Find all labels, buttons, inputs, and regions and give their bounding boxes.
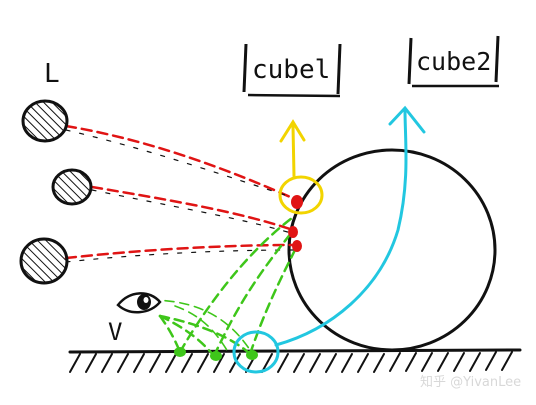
green-rays — [149, 216, 298, 358]
sphere — [287, 148, 497, 352]
hatched-circle-icon — [19, 237, 69, 285]
eye-icon — [116, 292, 162, 314]
cube2-label: cube2 — [416, 47, 491, 76]
yellow-highlight — [278, 119, 324, 215]
light-label: L — [44, 59, 60, 89]
sphere-hit-points — [288, 195, 303, 252]
cyan-path — [232, 105, 426, 374]
cube2-box: cube2 — [407, 35, 500, 88]
watermark: 知乎 @YivanLee — [420, 374, 521, 390]
light-sources — [19, 99, 93, 285]
hatched-circle-icon — [51, 168, 93, 206]
cube1-label: cubel — [252, 55, 330, 85]
cube1-box: cubel — [242, 43, 342, 98]
hatched-circle-icon — [21, 99, 69, 143]
viewer-label: V — [108, 318, 122, 346]
ground-hit-points — [174, 347, 258, 361]
light-rays — [64, 124, 299, 263]
ground — [68, 348, 522, 373]
